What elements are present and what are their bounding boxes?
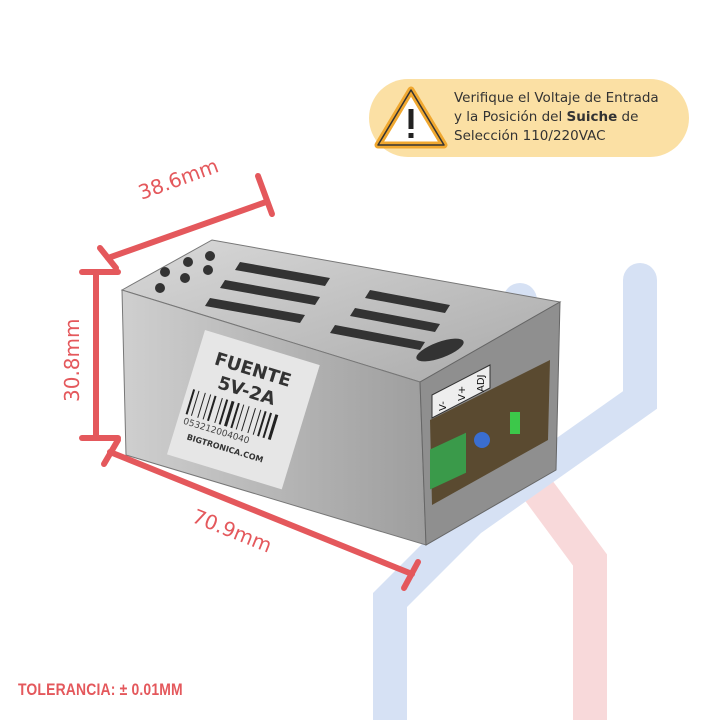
warning-triangle-icon — [374, 86, 448, 149]
barcode-bar — [190, 390, 200, 416]
warning-line-2: y la Posición del Suiche de — [454, 108, 659, 127]
barcode-bar — [202, 394, 212, 420]
barcode-bar — [235, 404, 245, 430]
barcode-bar — [247, 408, 256, 434]
tolerance-note: TOLERANCIA: ± 0.01MM — [18, 680, 183, 699]
led — [510, 412, 520, 434]
height-dimension-label: 30.8mm — [60, 318, 84, 403]
product-label: FUENTE 5V-2A 053212004040 BIGTRONICA.COM — [166, 330, 320, 490]
width-line — [105, 199, 269, 261]
barcode-bar — [224, 400, 235, 427]
barcode-bar — [241, 406, 250, 432]
barcode-bar — [262, 412, 272, 439]
barcode-bar — [185, 389, 196, 415]
barcode-bar — [207, 395, 217, 422]
barcode-bar — [267, 414, 279, 441]
barcode-bar — [197, 392, 206, 418]
vent-slots — [155, 251, 464, 362]
warning-line-2-text: y la Posición del — [454, 109, 567, 125]
barcode-bar — [252, 409, 262, 435]
warning-line-2-end: de — [617, 109, 639, 125]
warning-line-3: Selección 110/220VAC — [454, 128, 606, 144]
barcode-bar — [218, 399, 229, 425]
warning-bold-word: Suiche — [566, 109, 618, 125]
terminal-labels: V- V+ ADJ — [431, 364, 491, 419]
terminal-label-vminus: V- — [438, 401, 449, 411]
warning-line-1: Verifique el Voltaje de Entrada — [454, 90, 659, 106]
terminal-block — [430, 432, 466, 490]
terminal-label-adj: ADJ — [476, 375, 487, 393]
warning-message: Verifique el Voltaje de Entrada y la Pos… — [454, 89, 659, 146]
barcode-bar — [214, 397, 223, 424]
adj-potentiometer — [474, 432, 490, 448]
barcode — [185, 389, 279, 441]
barcode-bar — [257, 411, 267, 437]
length-line — [107, 449, 415, 577]
terminal-label-vplus: V+ — [457, 386, 468, 401]
dimension-lines — [79, 173, 421, 591]
barcode-bar — [230, 402, 240, 429]
